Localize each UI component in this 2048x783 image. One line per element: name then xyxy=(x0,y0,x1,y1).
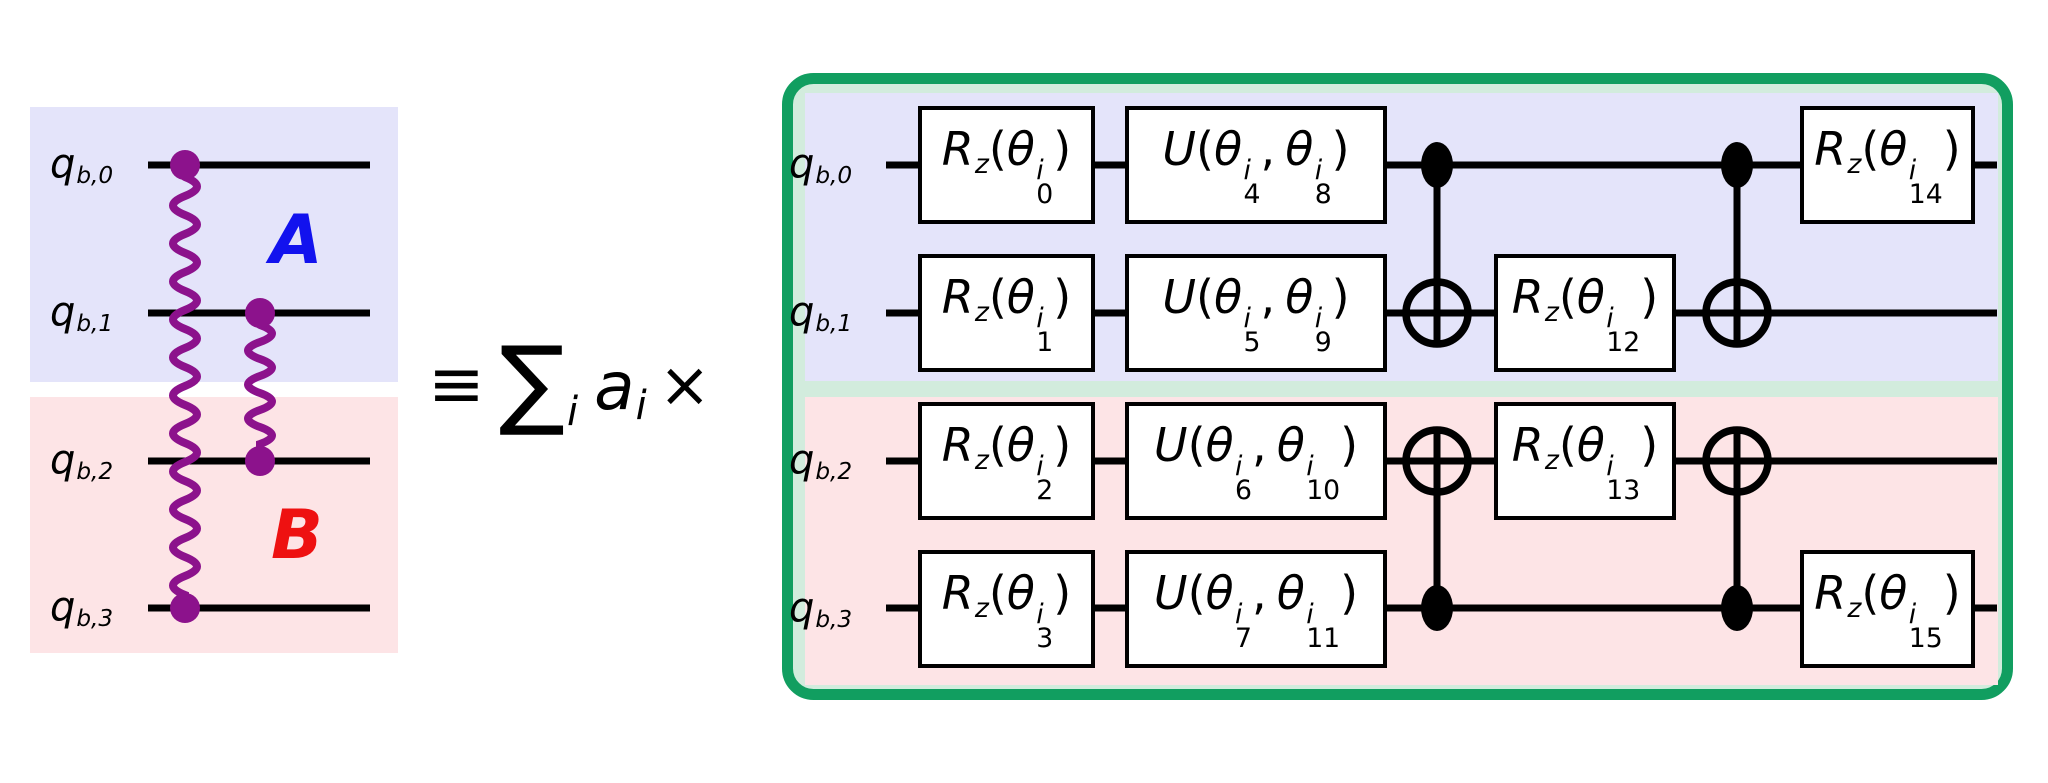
left-region-a-background xyxy=(30,107,398,382)
left-qubit-label-1-text: qb,1 xyxy=(50,288,114,338)
region-a-label: A xyxy=(270,201,323,280)
cnot-target-q1-first xyxy=(1402,278,1472,348)
interaction-wavy-line-q1-q2 xyxy=(244,321,276,453)
interaction-wavy-line-q0-q3 xyxy=(169,173,201,600)
equation: ≡ ∑ i a i × xyxy=(428,330,711,442)
left-qubit-label-0-text: qb,0 xyxy=(50,140,114,190)
circuit-qubit-label-2-text: qb,2 xyxy=(789,436,853,486)
cnot-control-dot-q3-first xyxy=(1421,585,1453,631)
circuit-qubit-label-3-text: qb,3 xyxy=(789,584,853,634)
cnot-target-q2-second xyxy=(1702,426,1772,496)
left-qubit-label-2: qb,2 xyxy=(50,436,113,486)
cnot-target-q1-second xyxy=(1702,278,1772,348)
cnot-control-dot-q0-second xyxy=(1721,142,1753,188)
coefficient-a: a xyxy=(594,347,635,425)
equivalence-sign: ≡ xyxy=(428,344,485,424)
times-sign: × xyxy=(658,347,711,421)
circuit-qubit-label-0: qb,0 xyxy=(789,140,852,190)
coefficient-index: i xyxy=(635,383,647,429)
interaction-node-dot-q3 xyxy=(170,593,200,623)
circuit-qubit-label-1: qb,1 xyxy=(789,288,852,338)
circuit-qubit-label-3: qb,3 xyxy=(789,584,852,634)
circuit-qubit-label-0-text: qb,0 xyxy=(789,140,853,190)
cnot-target-q2-first xyxy=(1402,426,1472,496)
left-qubit-label-1: qb,1 xyxy=(50,288,113,338)
cnot-control-dot-q0-first xyxy=(1421,142,1453,188)
region-b-label: B xyxy=(271,496,323,575)
circuit-qubit-label-2: qb,2 xyxy=(789,436,852,486)
interaction-node-dot-q0 xyxy=(170,150,200,180)
left-qubit-label-2-text: qb,2 xyxy=(50,436,114,486)
cnot-control-dot-q3-second xyxy=(1721,585,1753,631)
summation-index: i xyxy=(567,389,579,435)
summation-sign: ∑ xyxy=(498,326,566,441)
circuit-qubit-label-1-text: qb,1 xyxy=(789,288,853,338)
left-qubit-label-0: qb,0 xyxy=(50,140,113,190)
left-qubit-label-3: qb,3 xyxy=(50,583,113,633)
left-qubit-label-3-text: qb,3 xyxy=(50,583,114,633)
interaction-node-dot-q2 xyxy=(245,446,275,476)
interaction-node-dot-q1 xyxy=(245,298,275,328)
